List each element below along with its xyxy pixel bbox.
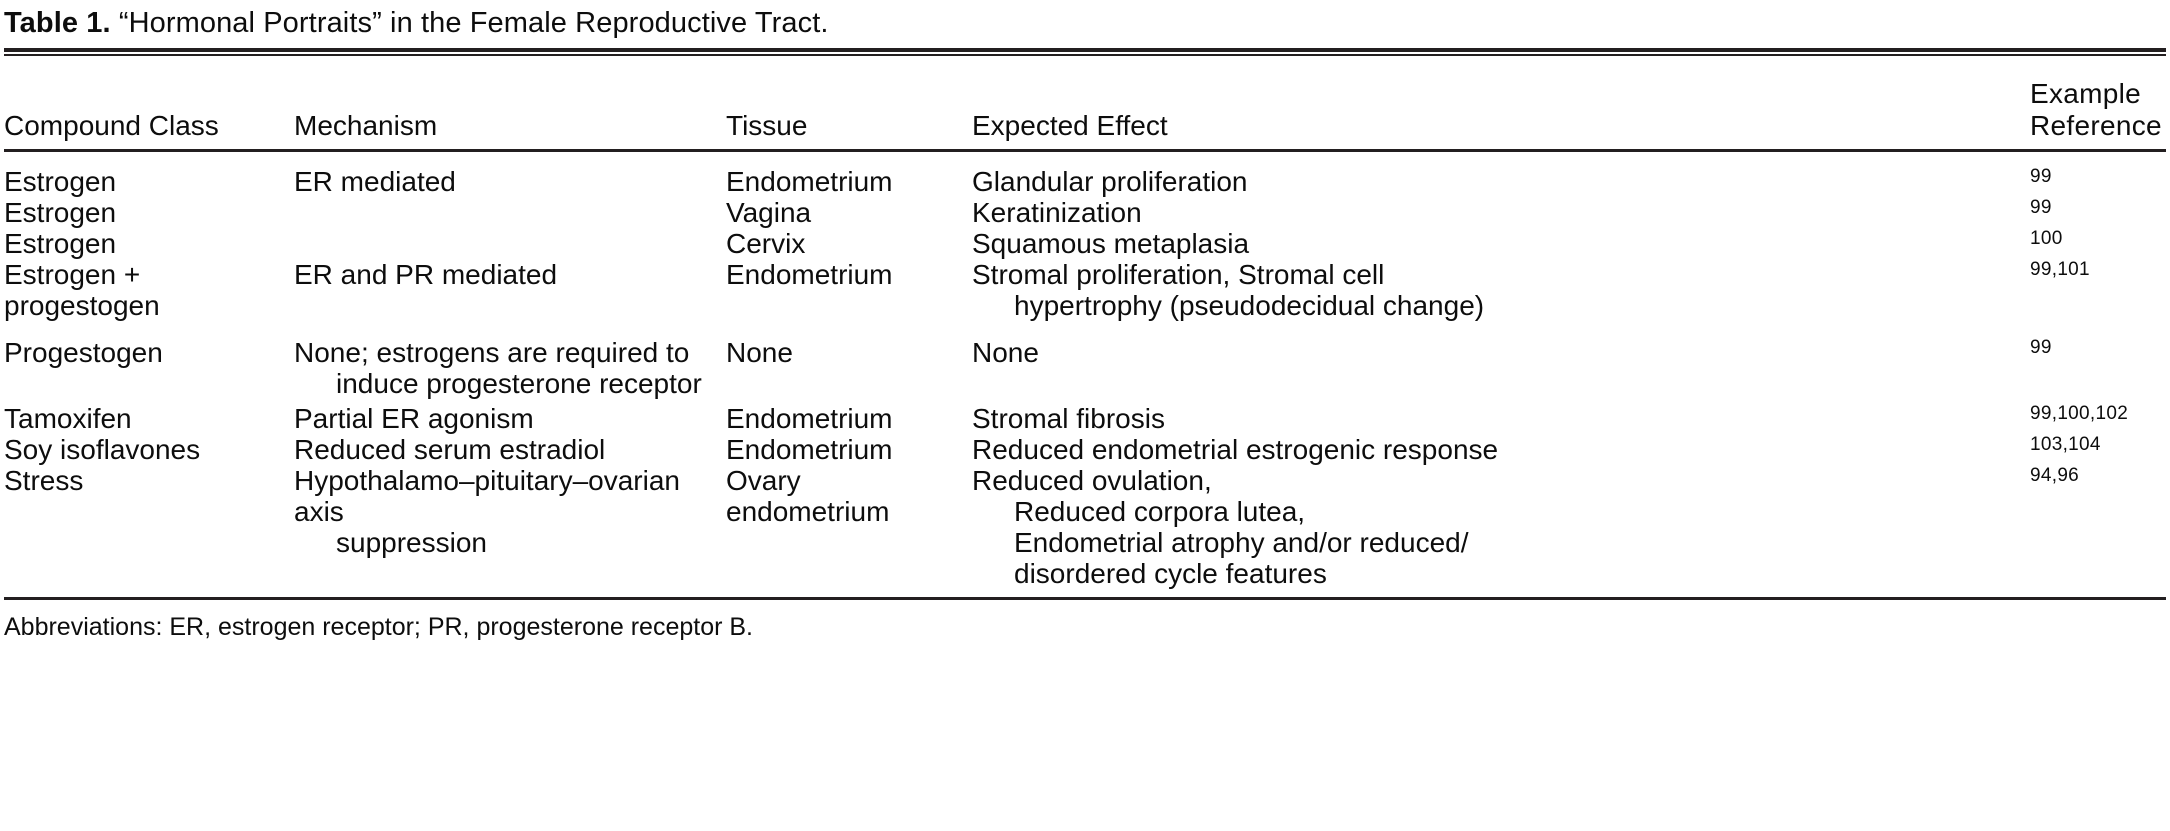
cell-example-reference: 99,100,102 — [2030, 403, 2129, 424]
table-rule-bottom — [4, 597, 2166, 600]
cell-example-reference: 103,104 — [2030, 434, 2101, 455]
cell-expected-effect: Glandular proliferation — [972, 166, 2016, 197]
cell-compound-class: Stress — [4, 465, 84, 496]
cell-example-reference: 100 — [2030, 228, 2063, 249]
table-row: Progestogen None; estrogens are required… — [4, 337, 2166, 399]
cell-expected-effect: Keratinization — [972, 197, 2016, 228]
table-row: Estrogen + progestogen ER and PR mediate… — [4, 259, 2166, 321]
cell-compound-class: Tamoxifen — [4, 403, 132, 434]
cell-tissue: Cervix — [726, 228, 806, 259]
effect-line: disordered cycle features — [1014, 558, 1327, 589]
effect-line: Glandular proliferation — [972, 166, 1248, 197]
cell-expected-effect: Stromal proliferation, Stromal cell hype… — [972, 259, 2016, 321]
column-header-mechanism: Mechanism — [294, 110, 438, 141]
cell-mechanism: None; estrogens are required to induce p… — [294, 337, 726, 399]
cell-example-reference: 94,96 — [2030, 465, 2080, 486]
column-header-example-reference-line1: Example — [2030, 78, 2142, 109]
cell-compound-class: Estrogen — [4, 166, 117, 197]
mechanism-line: None; estrogens are required to — [294, 337, 690, 368]
cell-expected-effect: Squamous metaplasia — [972, 228, 2016, 259]
cell-tissue: Vagina — [726, 197, 812, 228]
cell-example-reference: 99,101 — [2030, 259, 2090, 280]
table-rule-mid — [4, 149, 2166, 152]
row-spacer — [4, 321, 2166, 337]
cell-mechanism — [294, 197, 726, 228]
column-header-tissue: Tissue — [726, 110, 808, 141]
table-body: Estrogen ER mediated Endometrium Glandul… — [4, 152, 2166, 597]
table-caption: Table 1. “Hormonal Portraits” in the Fem… — [4, 0, 2166, 48]
cell-compound-class: Estrogen + progestogen — [4, 259, 160, 321]
effect-line: Endometrial atrophy and/or reduced/ — [1014, 527, 1469, 558]
cell-tissue: Endometrium — [726, 166, 893, 197]
table-header-row: Compound Class Mechanism Tissue Expected… — [4, 56, 2166, 149]
cell-mechanism: ER mediated — [294, 166, 456, 197]
mechanism-line: Hypothalamo–pituitary–ovarian axis — [294, 465, 680, 527]
cell-compound-class: Estrogen — [4, 197, 117, 228]
cell-mechanism: ER and PR mediated — [294, 259, 558, 290]
cell-tissue: Endometrium — [726, 403, 893, 434]
table-row: Stress Hypothalamo–pituitary–ovarian axi… — [4, 465, 2166, 589]
cell-tissue: Ovary endometrium — [726, 465, 890, 527]
table-footnote: Abbreviations: ER, estrogen receptor; PR… — [4, 613, 753, 641]
effect-line: Reduced corpora lutea, — [1014, 496, 1306, 527]
column-header-example-reference: Example Reference — [2016, 78, 2170, 142]
cell-tissue: Endometrium — [726, 259, 893, 290]
table-row: Estrogen Vagina Keratinization 99 — [4, 197, 2166, 228]
effect-line: hypertrophy (pseudodecidual change) — [1014, 290, 1485, 321]
cell-compound-class: Soy isoflavones — [4, 434, 201, 465]
effect-line: Stromal fibrosis — [972, 403, 1165, 434]
table-row: Estrogen Cervix Squamous metaplasia 100 — [4, 228, 2166, 259]
cell-example-reference: 99 — [2030, 337, 2052, 358]
effect-line: None — [972, 337, 1039, 368]
effect-line: Squamous metaplasia — [972, 228, 1250, 259]
cell-mechanism: Hypothalamo–pituitary–ovarian axis suppr… — [294, 465, 726, 589]
table-row: Soy isoflavones Reduced serum estradiol … — [4, 434, 2166, 465]
cell-compound-class: Estrogen — [4, 228, 117, 259]
column-header-example-reference-line2: Reference — [2030, 110, 2162, 141]
effect-line: Reduced endometrial estrogenic response — [972, 434, 1499, 465]
table-caption-text: “Hormonal Portraits” in the Female Repro… — [118, 7, 829, 39]
column-header-compound-class: Compound Class — [4, 110, 219, 141]
cell-tissue: Endometrium — [726, 434, 893, 465]
table-caption-label: Table 1. — [4, 7, 111, 39]
cell-mechanism — [294, 228, 726, 259]
table-row: Estrogen ER mediated Endometrium Glandul… — [4, 166, 2166, 197]
cell-expected-effect: Reduced endometrial estrogenic response — [972, 434, 2016, 465]
cell-mechanism: Reduced serum estradiol — [294, 434, 606, 465]
table-rule-top — [4, 48, 2166, 56]
mechanism-line: induce progesterone receptor — [336, 368, 702, 399]
cell-tissue: None — [726, 337, 793, 368]
cell-compound-class: Progestogen — [4, 337, 163, 368]
cell-expected-effect: None — [972, 337, 2016, 399]
cell-expected-effect: Reduced ovulation, Reduced corpora lutea… — [972, 465, 2016, 589]
cell-mechanism: Partial ER agonism — [294, 403, 534, 434]
effect-line: Stromal proliferation, Stromal cell — [972, 259, 1385, 290]
mechanism-line: suppression — [336, 527, 487, 558]
effect-line: Keratinization — [972, 197, 1142, 228]
cell-expected-effect: Stromal fibrosis — [972, 403, 2016, 434]
column-header-expected-effect: Expected Effect — [972, 110, 1168, 141]
cell-example-reference: 99 — [2030, 166, 2052, 187]
effect-line: Reduced ovulation, — [972, 465, 1212, 496]
table-row: Tamoxifen Partial ER agonism Endometrium… — [4, 403, 2166, 434]
cell-example-reference: 99 — [2030, 197, 2052, 218]
